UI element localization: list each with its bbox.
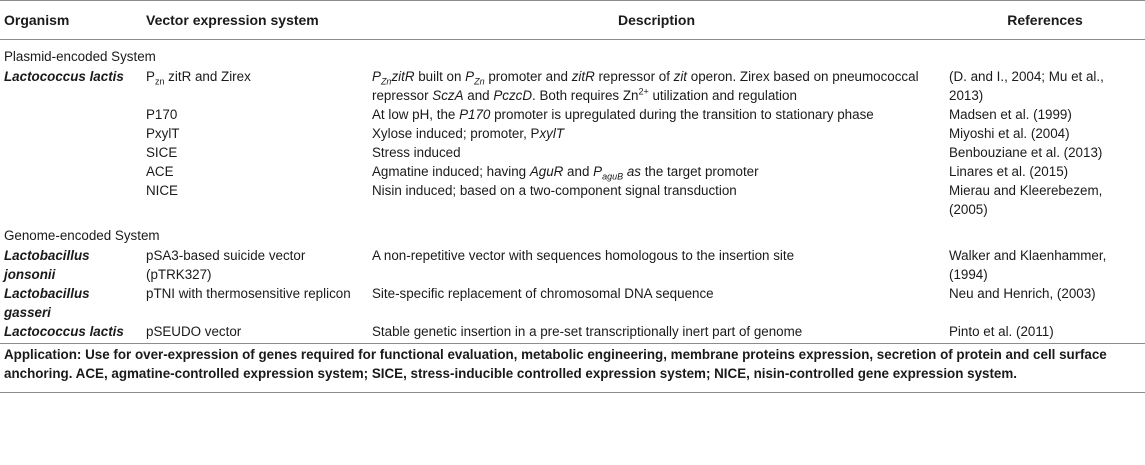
organism-cell: Lactobacillus jonsonii <box>4 248 90 282</box>
table-row: NICE Nisin induced; based on a two-compo… <box>0 181 1145 219</box>
organism-cell: Lactobacillus gasseri <box>4 286 90 320</box>
vector-cell: ACE <box>146 164 174 179</box>
vector-expression-table: Organism Vector expression system Descri… <box>0 0 1145 393</box>
section-row-plasmid: Plasmid-encoded System <box>0 40 1145 68</box>
description-cell: At low pH, the P170 promoter is upregula… <box>372 107 874 122</box>
header-row: Organism Vector expression system Descri… <box>0 0 1145 40</box>
table-row: P170 At low pH, the P170 promoter is upr… <box>0 105 1145 124</box>
vector-cell: pTNI with thermosensitive replicon <box>146 286 351 301</box>
organism-cell <box>0 143 142 162</box>
description-cell: Nisin induced; based on a two-component … <box>372 183 737 198</box>
section-label: Plasmid-encoded System <box>4 49 156 64</box>
vector-cell: Pzn zitR and Zirex <box>146 69 251 87</box>
organism-cell <box>0 162 142 181</box>
table-footnote: Application: Use for over-expression of … <box>0 343 1145 393</box>
description-cell: A non-repetitive vector with sequences h… <box>372 248 795 263</box>
reference-cell: Neu and Henrich, (2003) <box>949 286 1096 301</box>
table-row: Lactobacillus gasseri pTNI with thermose… <box>0 284 1145 322</box>
description-cell: Xylose induced; promoter, PxylT <box>372 126 565 141</box>
organism-cell <box>0 105 142 124</box>
table-row: SICE Stress induced Benbouziane et al. (… <box>0 143 1145 162</box>
vector-cell: pSA3-based suicide vector (pTRK327) <box>146 248 306 282</box>
description-cell: Agmatine induced; having AguR and PaguB … <box>372 164 759 182</box>
reference-cell: Linares et al. (2015) <box>949 164 1069 179</box>
table-row: Lactococcus lactis pSEUDO vector Stable … <box>0 322 1145 344</box>
reference-cell: Benbouziane et al. (2013) <box>949 145 1103 160</box>
description-cell: Stable genetic insertion in a pre-set tr… <box>372 324 803 339</box>
description-cell: Site-specific replacement of chromosomal… <box>372 286 714 301</box>
vector-cell: NICE <box>146 183 178 198</box>
reference-cell: Mierau and Kleerebezem, (2005) <box>949 183 1103 217</box>
organism-cell: Lactococcus lactis <box>4 324 124 339</box>
organism-cell <box>0 181 142 219</box>
section-label: Genome-encoded System <box>4 228 160 243</box>
organism-cell: Lactococcus lactis <box>4 69 124 84</box>
reference-cell: (D. and I., 2004; Mu et al., 2013) <box>949 69 1104 103</box>
header-vector: Vector expression system <box>142 0 368 40</box>
vector-cell: SICE <box>146 145 178 160</box>
table-row: PxylT Xylose induced; promoter, PxylT Mi… <box>0 124 1145 143</box>
reference-cell: Madsen et al. (1999) <box>949 107 1072 122</box>
header-description: Description <box>368 0 945 40</box>
description-cell: Stress induced <box>372 145 461 160</box>
reference-cell: Pinto et al. (2011) <box>949 324 1054 339</box>
table-row: Lactococcus lactis Pzn zitR and Zirex PZ… <box>0 67 1145 105</box>
vector-cell: PxylT <box>146 126 180 141</box>
table-row: ACE Agmatine induced; having AguR and Pa… <box>0 162 1145 181</box>
description-cell: PZnzitR built on PZn promoter and zitR r… <box>372 69 919 103</box>
header-organism: Organism <box>0 0 142 40</box>
reference-cell: Miyoshi et al. (2004) <box>949 126 1070 141</box>
reference-cell: Walker and Klaenhammer, (1994) <box>949 248 1107 282</box>
table-row: Lactobacillus jonsonii pSA3-based suicid… <box>0 246 1145 284</box>
vector-cell: pSEUDO vector <box>146 324 242 339</box>
organism-cell <box>0 124 142 143</box>
section-row-genome: Genome-encoded System <box>0 219 1145 246</box>
header-references: References <box>945 0 1145 40</box>
vector-cell: P170 <box>146 107 178 122</box>
footnote-row: Application: Use for over-expression of … <box>0 343 1145 393</box>
